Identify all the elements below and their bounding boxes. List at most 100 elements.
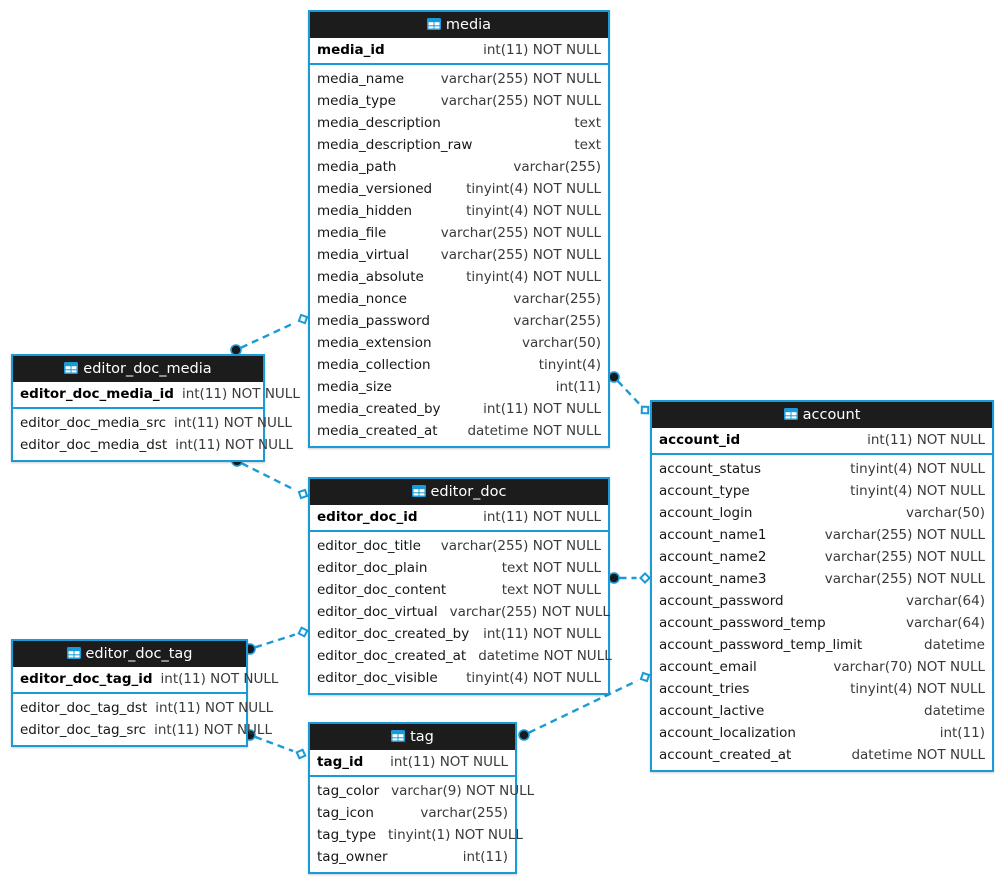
field-name: editor_doc_plain xyxy=(317,560,428,576)
field-name: media_size xyxy=(317,379,392,395)
field-name: account_password_temp_limit xyxy=(659,637,863,653)
entity-title-editor_doc_media: editor_doc_media xyxy=(83,361,212,377)
entity-header-editor_doc_tag[interactable]: editor_doc_tag xyxy=(13,641,246,667)
field-type: tinyint(1) NOT NULL xyxy=(388,827,523,843)
field-type: int(11) NOT NULL xyxy=(390,754,508,770)
field-row[interactable]: tag_type tinyint(1) NOT NULL xyxy=(310,824,523,846)
field-name: tag_type xyxy=(317,827,377,843)
field-type: text NOT NULL xyxy=(501,582,601,598)
field-row[interactable]: account_status tinyint(4) NOT NULL xyxy=(652,458,992,480)
field-type: int(11) NOT NULL xyxy=(175,437,294,453)
field-row[interactable]: editor_doc_created_at datetime NOT NULL xyxy=(310,645,612,667)
field-type: tinyint(4) NOT NULL xyxy=(466,269,601,285)
table-icon xyxy=(391,730,406,742)
relationship-rel-editor-doc-media-to-editor-doc[interactable] xyxy=(231,455,309,500)
entity-title-editor_doc_tag: editor_doc_tag xyxy=(85,646,193,662)
relationship-diamond-marker xyxy=(297,488,309,500)
relationship-rel-editor-doc-to-account[interactable] xyxy=(608,572,651,584)
field-name: media_collection xyxy=(317,357,431,373)
field-row[interactable]: tag_color varchar(9) NOT NULL xyxy=(310,780,534,802)
relationship-rel-editor-doc-media-to-media[interactable] xyxy=(230,313,309,356)
field-type: tinyint(4) NOT NULL xyxy=(850,461,985,477)
field-name: editor_doc_created_at xyxy=(317,648,467,664)
entity-header-editor_doc_media[interactable]: editor_doc_media xyxy=(13,356,263,382)
field-row[interactable]: media_name varchar(255) NOT NULL xyxy=(310,68,608,90)
entity-title-media: media xyxy=(445,17,492,33)
field-name: account_status xyxy=(659,461,762,477)
field-name: tag_icon xyxy=(317,805,374,821)
field-name: editor_doc_title xyxy=(317,538,421,554)
field-type: varchar(9) NOT NULL xyxy=(391,783,535,799)
field-name: editor_doc_created_by xyxy=(317,626,470,642)
entity-header-editor_doc[interactable]: editor_doc xyxy=(310,479,608,505)
field-type: varchar(255) NOT NULL xyxy=(440,71,601,87)
field-name: account_login xyxy=(659,505,753,521)
field-type: int(11) NOT NULL xyxy=(483,509,601,525)
field-name: tag_color xyxy=(317,783,380,799)
relationship-diamond-marker xyxy=(639,671,651,683)
field-name: media_name xyxy=(317,71,405,87)
relationship-rel-media-to-account[interactable] xyxy=(608,371,650,415)
field-type: datetime NOT NULL xyxy=(478,648,612,664)
entity-header-tag[interactable]: tag xyxy=(310,724,515,750)
entity-header-account[interactable]: account xyxy=(652,402,992,428)
relationship-rel-editor-doc-tag-to-editor-doc[interactable] xyxy=(244,626,309,655)
field-name: media_description_raw xyxy=(317,137,473,153)
entity-header-media[interactable]: media xyxy=(310,12,608,38)
field-name: editor_doc_tag_src xyxy=(20,722,147,738)
